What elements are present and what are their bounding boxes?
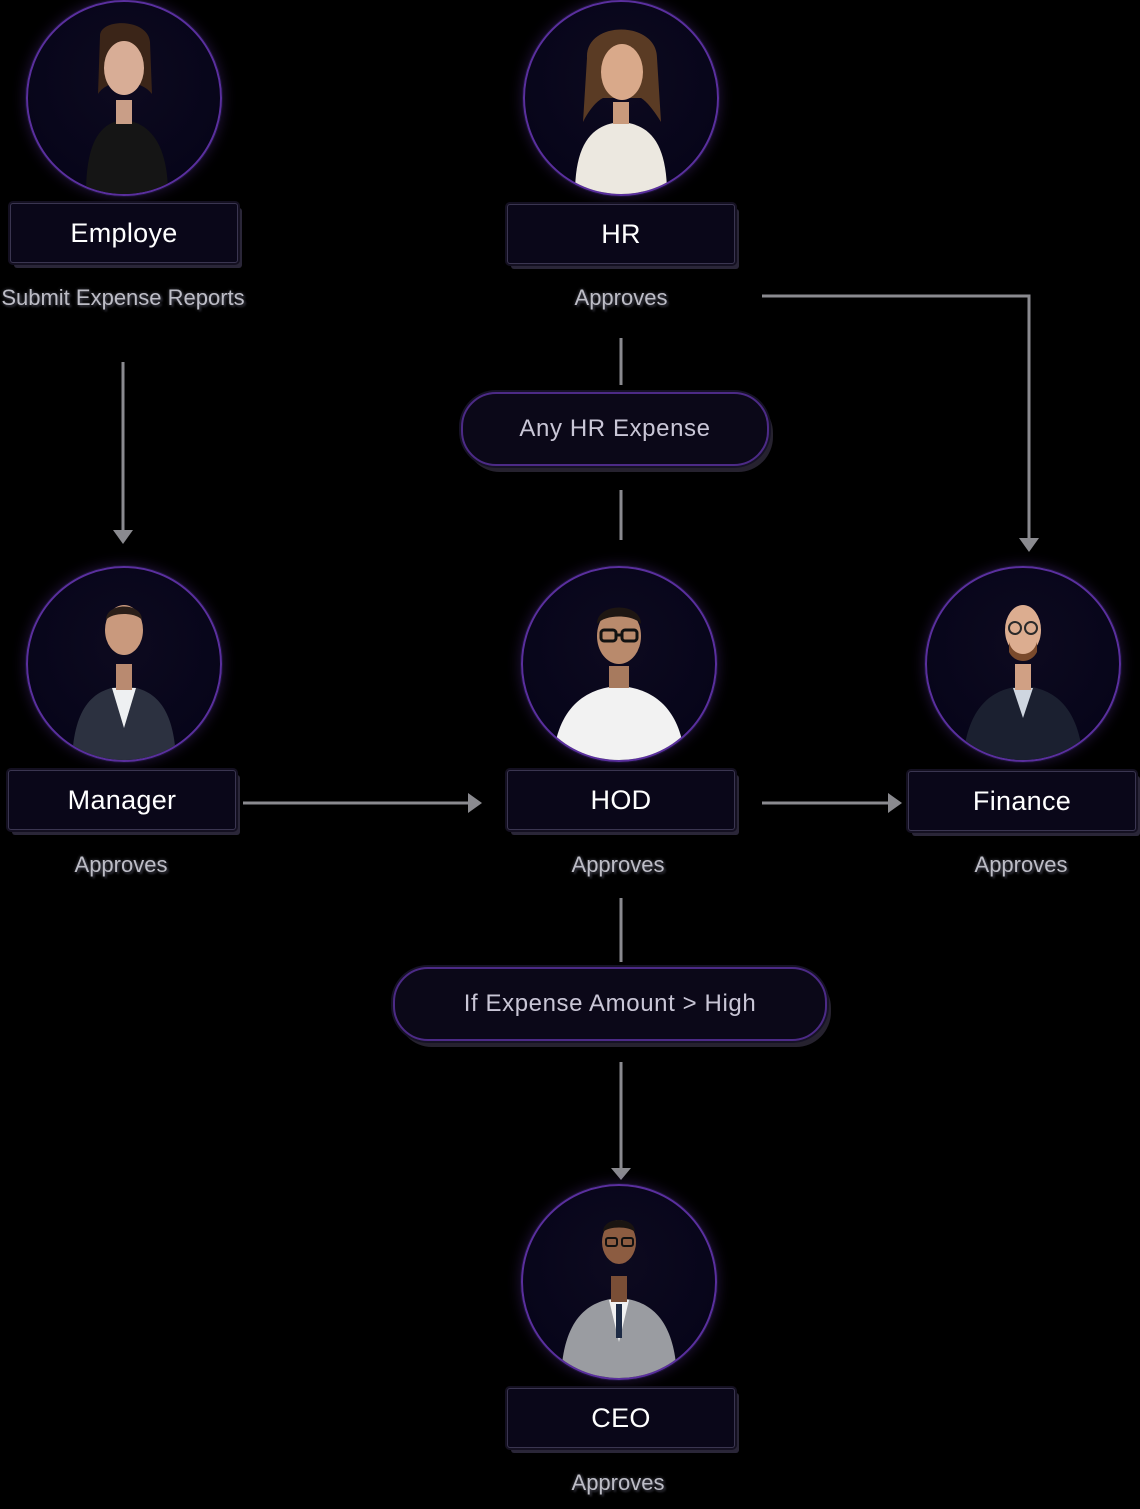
manager-caption: Approves — [74, 852, 168, 877]
finance-caption: Approves — [974, 852, 1068, 877]
condition-hr-expense-text: Any HR Expense — [519, 415, 711, 442]
finance-role-text: Finance — [972, 785, 1072, 816]
employee-role-text: Employe — [70, 217, 178, 248]
hr-role-text: HR — [601, 218, 641, 249]
ceo-role-label: CEO — [507, 1388, 735, 1448]
arrowhead-right-icon — [468, 793, 482, 813]
condition-high-amount: If Expense Amount > High — [393, 967, 827, 1041]
hod-role-text: HOD — [590, 784, 652, 815]
person-woman-black-top-icon — [86, 23, 168, 194]
ceo-photo — [521, 1184, 717, 1380]
employee-caption: Submit Expense Reports — [1, 285, 245, 310]
hod-role-label: HOD — [507, 770, 735, 830]
employee-photo — [26, 0, 222, 196]
manager-role-text: Manager — [67, 784, 177, 815]
arrowhead-down-icon — [113, 530, 133, 544]
manager-role-label: Manager — [8, 770, 236, 830]
hr-role-label: HR — [507, 204, 735, 264]
arrowhead-down-icon — [611, 1168, 631, 1180]
employee-role-label: Employe — [10, 203, 238, 263]
finance-role-label: Finance — [908, 771, 1136, 831]
hod-caption: Approves — [571, 852, 665, 877]
person-man-glasses-suit-icon — [963, 605, 1083, 760]
condition-hr-expense: Any HR Expense — [461, 392, 769, 466]
arrowhead-down-icon — [1019, 538, 1039, 552]
hod-photo — [521, 566, 717, 762]
connector-hr-finance — [762, 294, 1031, 540]
person-man-suit-icon — [72, 605, 176, 760]
person-woman-white-sweater-icon — [575, 29, 667, 194]
person-man-grey-suit-icon — [561, 1220, 677, 1378]
condition-high-amount-text: If Expense Amount > High — [463, 990, 757, 1017]
finance-photo — [925, 566, 1121, 762]
ceo-caption: Approves — [571, 1470, 665, 1495]
manager-photo — [26, 566, 222, 762]
arrowhead-right-icon — [888, 793, 902, 813]
hr-caption: Approves — [574, 285, 668, 310]
hr-photo — [523, 0, 719, 196]
person-man-glasses-tshirt-icon — [553, 607, 685, 760]
ceo-role-text: CEO — [591, 1402, 651, 1433]
